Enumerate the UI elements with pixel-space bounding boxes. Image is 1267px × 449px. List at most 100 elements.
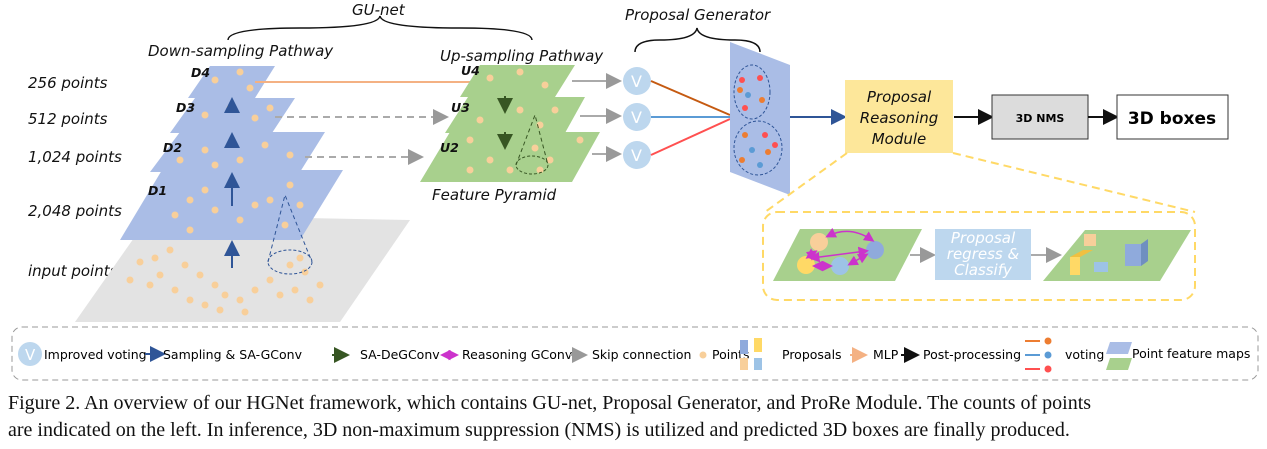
point — [201, 146, 209, 154]
u2-label: U2 — [440, 140, 459, 155]
point — [211, 76, 219, 84]
point — [171, 286, 179, 294]
proposal-reasoning-module — [845, 80, 953, 153]
d1-label: D1 — [148, 183, 167, 198]
legend-mlp: MLP — [873, 347, 899, 362]
point — [236, 296, 244, 304]
point — [146, 281, 154, 289]
point — [745, 92, 751, 98]
prm-line-2: Reasoning — [860, 109, 939, 127]
point — [266, 276, 274, 284]
point — [246, 84, 254, 92]
point — [742, 132, 748, 138]
point — [261, 141, 269, 149]
legend-degconv: SA-DeGConv — [360, 347, 440, 362]
plane-d2 — [150, 132, 325, 172]
point — [251, 114, 259, 122]
point — [211, 161, 219, 169]
point — [181, 261, 189, 269]
count-1024: 1,024 points — [28, 148, 122, 166]
point — [196, 271, 204, 279]
point — [486, 156, 494, 164]
point — [201, 186, 209, 194]
point — [739, 77, 745, 83]
point — [136, 258, 144, 266]
point — [466, 166, 474, 174]
point — [742, 105, 748, 111]
point — [291, 286, 299, 294]
point — [506, 166, 514, 174]
point — [759, 97, 765, 103]
proposal-plane — [730, 42, 790, 195]
count-512: 512 points — [28, 110, 108, 128]
u3-label: U3 — [451, 100, 470, 115]
point — [236, 156, 244, 164]
legend-proposals: Proposals — [782, 347, 842, 362]
point — [151, 254, 159, 262]
caption-line-2: are indicated on the left. In inference,… — [8, 419, 1070, 441]
point — [765, 149, 771, 155]
voting-arrows — [572, 73, 622, 162]
legend-voting-icon — [18, 342, 42, 366]
point — [301, 268, 309, 276]
point — [757, 75, 763, 81]
point — [201, 301, 209, 309]
boxes-label: 3D boxes — [1128, 109, 1216, 129]
point — [541, 81, 549, 89]
prm-detail-box — [762, 211, 1196, 301]
u4-label: U4 — [461, 63, 480, 78]
voting-v-1: V — [631, 72, 642, 91]
boxes-output — [1116, 94, 1229, 140]
proposal-cluster-2 — [733, 120, 783, 176]
nms-box — [991, 94, 1089, 140]
up-sampling-label: Up-sampling Pathway — [440, 47, 604, 65]
point — [516, 106, 524, 114]
grouping-cone — [267, 193, 313, 263]
point — [221, 291, 229, 299]
down-points — [171, 68, 304, 234]
graph-plane — [773, 229, 922, 281]
regress-line-1: Proposal — [951, 229, 1016, 247]
point — [281, 221, 289, 229]
point — [486, 74, 494, 82]
legend-voting: voting — [1065, 347, 1104, 362]
feature-pyramid-label: Feature Pyramid — [432, 186, 557, 204]
point — [156, 271, 164, 279]
legend: V Improved voting Sampling & SA-GConv SA… — [18, 337, 1250, 373]
plane-d4 — [188, 66, 275, 98]
point — [266, 104, 274, 112]
point — [757, 162, 763, 168]
plane-u3 — [445, 97, 585, 133]
point — [176, 156, 184, 164]
point — [126, 276, 134, 284]
legend-reasoning: Reasoning GConv — [462, 347, 573, 362]
legend-improved-voting: Improved voting — [44, 347, 147, 362]
proposal-generator-brace: Proposal Generator — [625, 6, 771, 53]
down-sampling-label: Down-sampling Pathway — [148, 42, 334, 60]
point — [171, 211, 179, 219]
point — [186, 296, 194, 304]
point — [251, 286, 259, 294]
count-2048: 2,048 points — [28, 202, 122, 220]
point — [286, 261, 294, 269]
point — [241, 308, 249, 316]
legend-sampling: Sampling & SA-GConv — [163, 347, 303, 362]
prm-line-3: Module — [872, 130, 927, 148]
point — [531, 144, 539, 152]
point — [286, 181, 294, 189]
input-plane — [75, 215, 410, 322]
plane-d3 — [170, 98, 295, 133]
point — [276, 291, 284, 299]
gu-net-brace: GU-net — [227, 1, 533, 41]
regress-line-2: regress & — [947, 245, 1020, 263]
point — [296, 201, 304, 209]
point — [306, 296, 314, 304]
point — [236, 68, 244, 76]
point — [186, 226, 194, 234]
svg-text:V: V — [25, 346, 36, 364]
point — [737, 87, 743, 93]
point — [236, 216, 244, 224]
up-cone — [515, 113, 549, 166]
point — [211, 206, 219, 214]
voting-circles: V V V — [623, 67, 651, 169]
